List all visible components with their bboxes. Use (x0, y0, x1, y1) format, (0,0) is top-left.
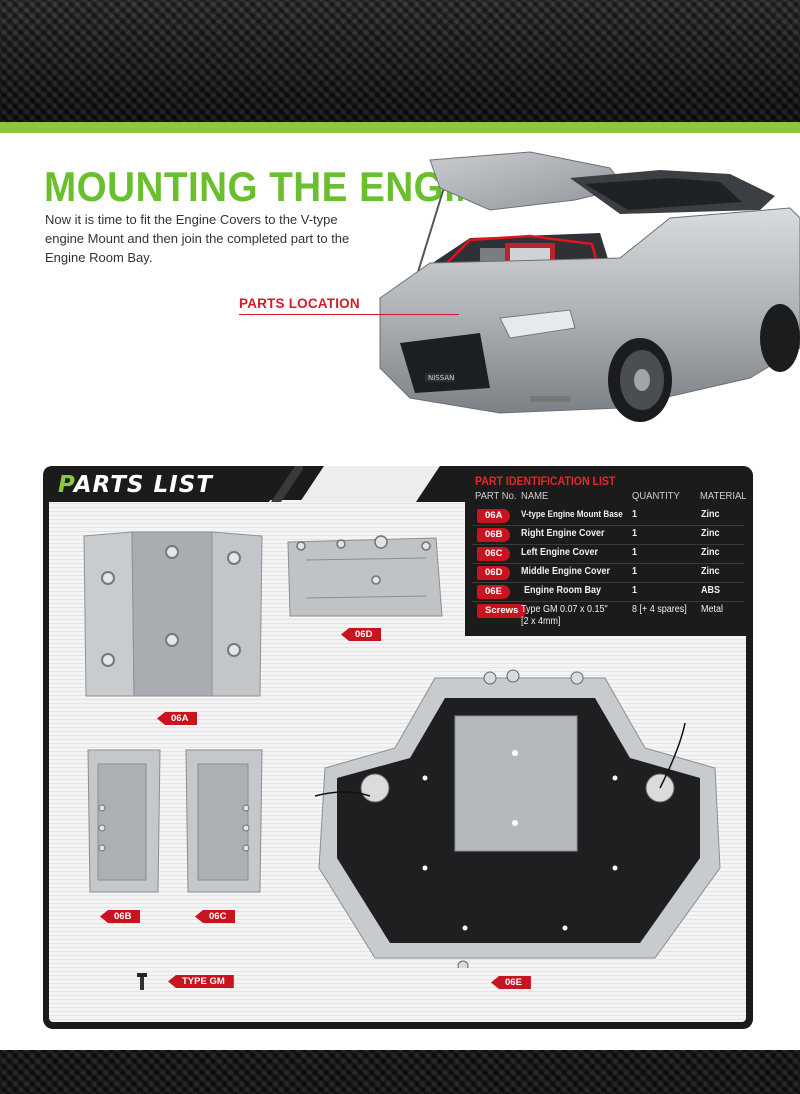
part-no-badge: 06E (477, 585, 510, 599)
id-table-title: PART IDENTIFICATION LIST (475, 474, 616, 488)
part-06c-left-engine-cover (185, 749, 263, 893)
part-no-badge: Screws (477, 604, 527, 618)
screw-type-gm (137, 973, 147, 990)
header-slant-gap (300, 466, 470, 502)
label-06e: 06E (491, 976, 531, 989)
table-row: 06E Engine Room Bay 1 ABS (472, 583, 744, 602)
table-row: Screws Type GM 0.07 x 0.15" [2 x 4mm] 8 … (472, 602, 744, 630)
part-06b-right-engine-cover (87, 749, 161, 893)
label-06b: 06B (100, 910, 141, 923)
label-06c: 06C (195, 910, 236, 923)
car-illustration: NISSAN (379, 151, 800, 422)
part-06e-engine-room-bay (315, 669, 721, 968)
col-header-part-no: PART No. (475, 490, 517, 502)
parts-list-title: PARTS LIST (58, 472, 213, 498)
part-no-badge: 06B (477, 528, 511, 542)
parts-location-leader-line (239, 314, 459, 315)
green-stripe (0, 122, 800, 133)
intro-text: Now it is time to fit the Engine Covers … (45, 212, 350, 265)
svg-text:NISSAN: NISSAN (428, 374, 454, 382)
label-06d: 06D (341, 628, 382, 641)
col-header-material: MATERIAL (700, 490, 747, 502)
table-row: 06C Left Engine Cover 1 Zinc (472, 545, 744, 564)
parts-location-label: PARTS LOCATION (239, 296, 360, 311)
label-type-gm: TYPE GM (168, 975, 234, 988)
col-header-quantity: QUANTITY (632, 490, 680, 502)
carbon-header-band (0, 0, 800, 122)
carbon-footer-band (0, 1050, 800, 1094)
part-no-badge: 06A (477, 509, 511, 523)
part-06a-engine-mount-base (83, 531, 263, 697)
col-header-name: NAME (521, 490, 549, 502)
part-06d-middle-engine-cover (287, 535, 443, 617)
parts-list-header (43, 466, 303, 502)
label-06a: 06A (157, 712, 198, 725)
page-title: MOUNTING THE ENGINE (44, 163, 510, 210)
part-no-badge: 06D (477, 566, 511, 580)
table-row: 06B Right Engine Cover 1 Zinc (472, 526, 744, 545)
table-row: 06D Middle Engine Cover 1 Zinc (472, 564, 744, 583)
table-row: 06A V-type Engine Mount Base 1 Zinc (472, 507, 744, 526)
part-no-badge: 06C (477, 547, 511, 561)
